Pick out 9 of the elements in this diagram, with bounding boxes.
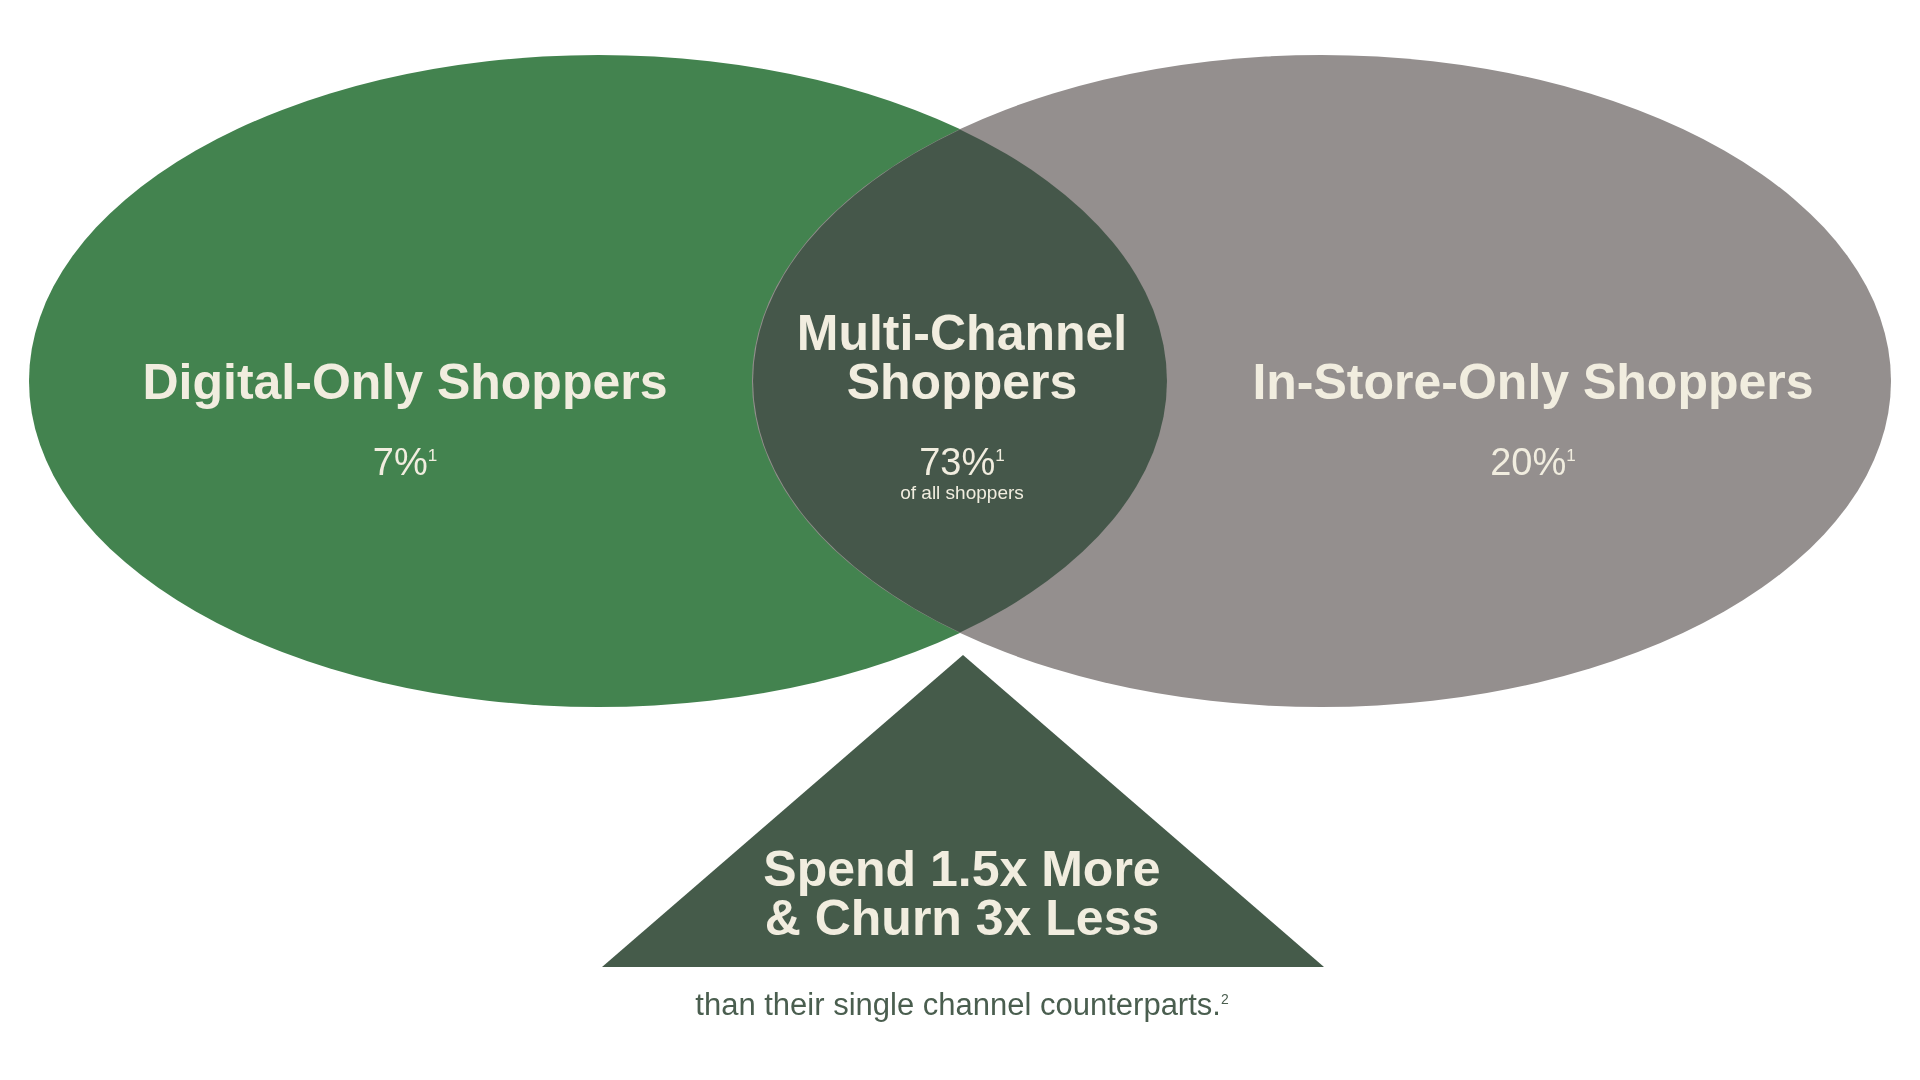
percentage: 20%$^{1}$ xyxy=(1490,440,1576,484)
set-title: Digital-Only Shoppers xyxy=(142,357,668,407)
set-title: In-Store-Only Shoppers xyxy=(1252,357,1814,407)
set-title: Multi-Channel Shoppers xyxy=(795,309,1129,407)
headline: Spend 1.5x More & Churn 3x Less xyxy=(762,845,1162,943)
caption-text: than their single channel counterparts.$^{2}$ xyxy=(695,987,1229,1023)
percentage: 73%$^{1}$ xyxy=(919,440,1005,484)
note: of all shoppers xyxy=(900,482,1024,504)
percentage: 7%$^{1}$ xyxy=(372,440,438,484)
